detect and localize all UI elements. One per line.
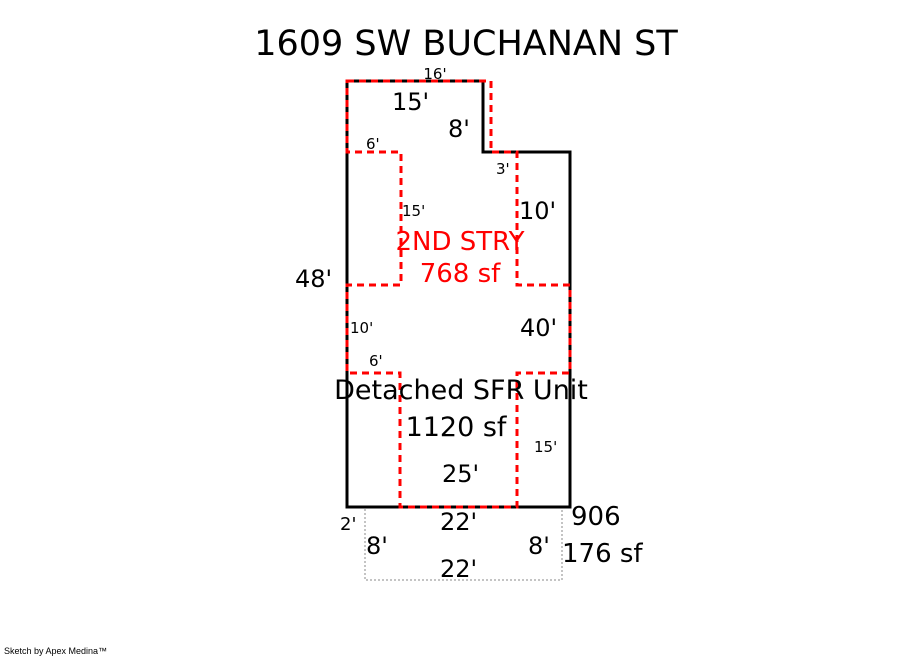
dim-top-15: 15' [392, 88, 429, 116]
attached-area-outline [364, 506, 563, 581]
dim-right-15: 15' [534, 438, 557, 456]
attached-area-size: 176 sf [562, 539, 643, 569]
sketch-title: 1609 SW BUCHANAN ST [254, 24, 678, 64]
attached-area-code: 906 [571, 502, 621, 532]
dim-inner-15-top: 15' [402, 202, 425, 220]
main-unit-area: 1120 sf [406, 412, 508, 443]
dim-left-48: 48' [295, 265, 332, 293]
second-story-area: 768 sf [420, 259, 501, 289]
dim-right-40: 40' [520, 314, 557, 342]
dim-inner-25: 25' [442, 460, 479, 488]
dim-bottom-22-top: 22' [440, 508, 477, 536]
main-unit-label: Detached SFR Unit [334, 375, 588, 406]
dim-garage-8-right: 8' [528, 532, 550, 560]
dim-left-6-bottom: 6' [369, 352, 383, 370]
dim-right-10: 10' [519, 197, 556, 225]
dim-left-10: 10' [350, 319, 373, 337]
dim-left-6-top: 6' [366, 135, 380, 153]
sketch-credit: Sketch by Apex Medina™ [4, 646, 108, 656]
second-story-label: 2ND STRY [396, 227, 525, 257]
dim-step-8: 8' [448, 115, 470, 143]
dim-top-16: 16' [423, 65, 446, 83]
dim-step-3: 3' [496, 160, 510, 178]
second-story-outline [345, 79, 572, 509]
dim-garage-22: 22' [440, 555, 477, 583]
dim-bottom-2: 2' [340, 514, 356, 535]
dim-garage-8-left: 8' [366, 532, 388, 560]
